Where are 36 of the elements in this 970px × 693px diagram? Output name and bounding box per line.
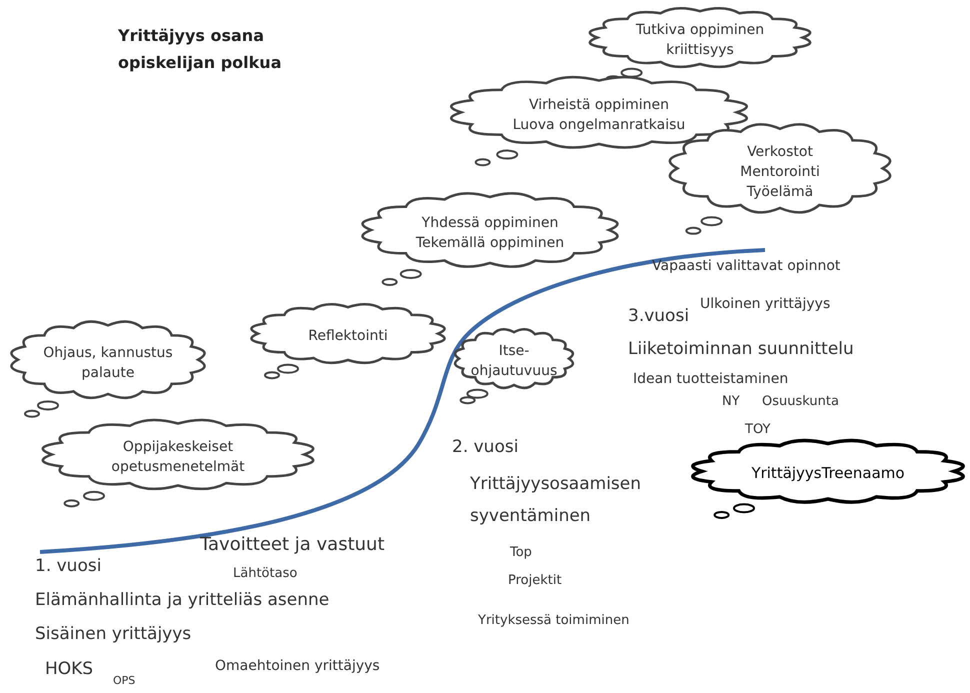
cloud-text: Yhdessä oppiminen [422,214,558,233]
phase-note: HOKS [45,659,94,679]
cloud-text: Reflektointi [308,326,388,346]
phase-note: Lähtötaso [233,566,298,581]
phase-note: NY [722,394,740,409]
phase-note: OPS [113,674,136,687]
phase-topic: Sisäinen yrittäjyys [35,624,192,644]
title: Yrittäjyys osana opiskelijan polkua [118,25,282,74]
year-heading: 2. vuosi [452,437,518,457]
phase-note: Idean tuotteistaminen [633,371,788,387]
phase-topic: Yrittäjyysosaamisen syventäminen [470,473,642,528]
phase-note: Yrityksessä toimiminen [478,613,630,628]
phase-topic: Elämänhallinta ja yritteliäs asenne [35,590,330,610]
year-heading: 1. vuosi [35,556,102,576]
cloud-text: kriittisyys [666,41,734,60]
cloud-text: Luova ongelmanratkaisu [512,116,686,136]
cloud-text: Mentorointi [740,162,820,182]
cloud-text: Verkostot [747,142,813,162]
year-heading: 3.vuosi [628,306,690,326]
cloud-text: Itse-ohjautuvuus [470,342,558,381]
phase-note: Projektit [508,573,562,588]
cloud-text: Työelämä [746,183,814,202]
phase-topic: Tavoitteet ja vastuut [200,534,384,555]
phase-note: Omaehtoinen yrittäjyys [215,658,380,674]
cloud-text: Virheistä oppiminen [529,96,669,115]
cloud-text: Ohjaus, kannustus palaute [42,344,174,383]
phase-note: Vapaasti valittavat opinnot [652,258,840,274]
cloud-text: Tekemällä oppiminen [416,234,564,253]
phase-note: TOY [745,422,770,437]
cloud-text: YrittäjyysTreenaamo [751,462,905,484]
cloud-text: Oppijakeskeiset opetusmenetelmät [110,438,246,478]
phase-note: Osuuskunta [762,394,839,409]
phase-note: Top [510,545,532,560]
cloud-text: Tutkiva oppiminen [636,20,764,40]
phase-topic: Liiketoiminnan suunnittelu [628,339,854,359]
phase-note: Ulkoinen yrittäjyys [700,296,830,312]
